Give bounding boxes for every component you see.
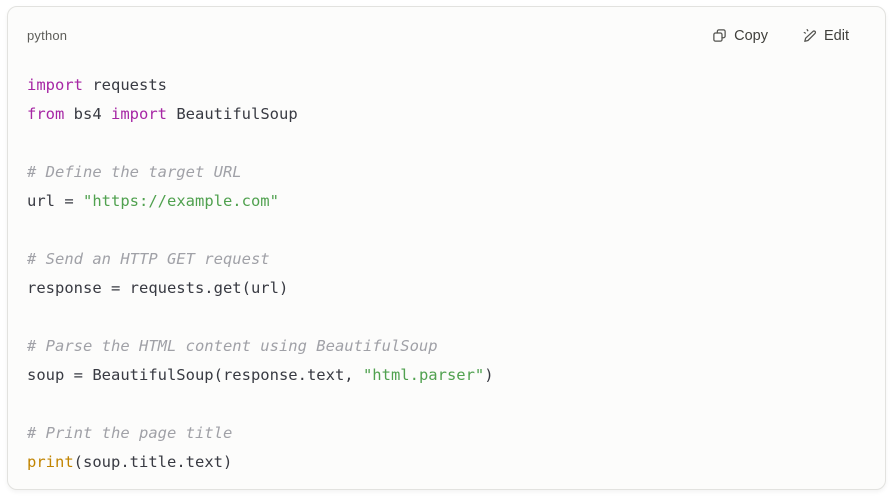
copy-button-label: Copy: [734, 27, 768, 44]
code-block-header: python Copy E: [8, 7, 885, 47]
code-line: [27, 390, 866, 419]
code-line: from bs4 import BeautifulSoup: [27, 105, 298, 123]
code-line: import requests: [27, 76, 167, 94]
code-line: response = requests.get(url): [27, 279, 289, 297]
language-label: python: [27, 28, 68, 43]
code-line: [27, 303, 866, 332]
code-line: # Print the page title: [27, 424, 233, 442]
code-line: # Send an HTTP GET request: [27, 250, 270, 268]
copy-button[interactable]: Copy: [702, 22, 778, 50]
edit-pencil-icon: [802, 28, 817, 43]
code-line: soup = BeautifulSoup(response.text, "htm…: [27, 366, 494, 384]
edit-button-label: Edit: [824, 27, 849, 44]
code-line: url = "https://example.com": [27, 192, 279, 210]
code-line: [27, 129, 866, 158]
code-content: import requests from bs4 import Beautiful…: [8, 47, 885, 489]
code-line: # Define the target URL: [27, 163, 242, 181]
code-line: print(soup.title.text): [27, 453, 233, 471]
code-line: [27, 216, 866, 245]
code-line: # Parse the HTML content using Beautiful…: [27, 337, 438, 355]
edit-button[interactable]: Edit: [792, 22, 859, 50]
copy-icon: [712, 28, 727, 43]
header-actions: Copy Edit: [702, 22, 859, 50]
code-block-card: python Copy E: [7, 6, 886, 490]
